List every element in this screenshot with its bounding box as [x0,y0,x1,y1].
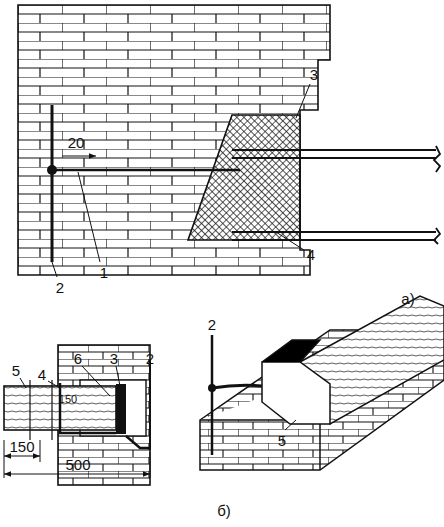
callout-label: 4 [38,367,46,382]
callout-label: б) [217,503,231,518]
callout-label: 2 [56,280,64,295]
anchor-bolt [47,165,57,175]
anchor-strip [212,385,262,388]
callout-label: а) [401,291,414,306]
concrete-pad [188,115,300,240]
tar-layer [116,384,126,434]
leader-line [20,366,150,396]
leader-line [52,84,310,277]
anchor-rod [51,105,54,262]
callout-label: 500 [65,457,90,472]
callout-label: 2 [146,351,154,366]
callout-label: 6 [74,351,82,366]
dimension-line [62,156,96,157]
anchor-strip [126,436,150,448]
steel-beam [232,146,440,244]
callout-label: 4 [307,247,315,262]
callout-label: 5 [278,433,286,448]
callout-label: 3 [110,351,118,366]
callout-label: 20 [68,135,85,150]
brick-wall [18,5,330,275]
wood-beam-perspective [262,296,444,424]
callout-label: 5 [12,363,20,378]
callout-label: 150 [59,394,77,405]
callout-label: 150 [9,439,34,454]
anchor-rod [211,335,214,455]
callout-label: 1 [100,265,108,280]
anchor-bolt [208,384,216,392]
anchor-bar [52,169,240,172]
callout-label: 3 [310,67,318,82]
anchor-bolts [30,380,52,440]
anchor-rod [149,360,151,450]
leader-line [285,420,296,430]
callout-label: 2 [208,317,216,332]
roofing-wrap [60,383,116,433]
